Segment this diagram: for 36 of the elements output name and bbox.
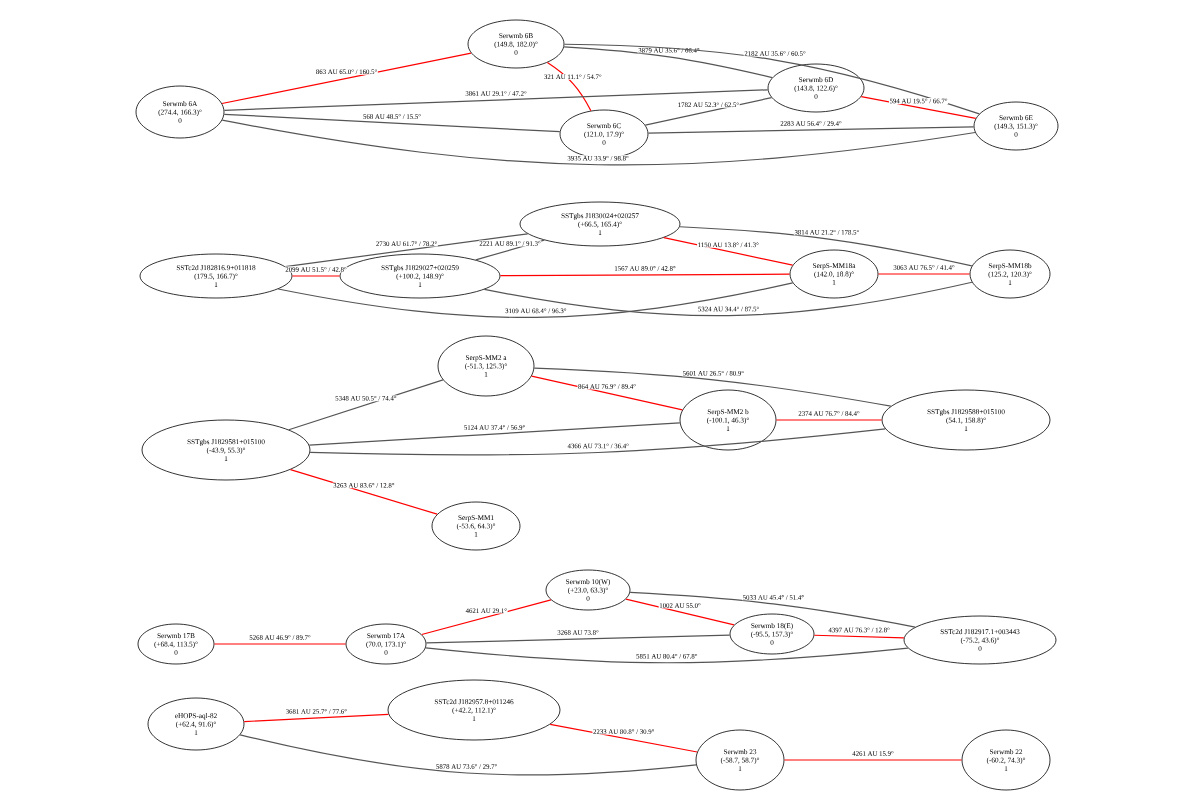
connector-line [483,281,973,317]
connector-line [243,713,390,723]
connector-line [421,599,552,636]
connector-line [221,119,976,166]
connector-line [783,759,963,761]
connector-line [647,126,975,134]
connector-line [644,97,773,126]
connector-line [629,591,916,628]
connector-line [284,233,529,268]
connector-line [223,113,561,133]
connector-line [625,598,735,626]
connector-line [223,89,769,111]
connector-line [775,419,883,421]
connector-line [813,634,905,639]
connector-line [679,226,973,267]
connector-line [221,52,472,105]
connector-line [425,647,909,664]
connector-line [288,379,444,431]
connector-line [499,273,791,277]
connector-line [291,275,341,277]
connector-line [309,428,886,456]
connector-line [213,643,347,645]
connector-line [563,46,773,79]
connector-line [425,634,731,644]
connector-line [308,422,681,446]
connector-line [533,367,892,407]
connector-line [239,734,697,776]
connector-line [289,469,438,515]
connector-line [546,62,592,112]
connector-line [877,273,971,275]
connector-line [531,375,683,411]
connector-line [663,237,794,266]
connector-line [549,723,698,753]
connector-line [277,282,794,318]
connector-line [860,96,977,119]
connector-line [563,43,980,115]
